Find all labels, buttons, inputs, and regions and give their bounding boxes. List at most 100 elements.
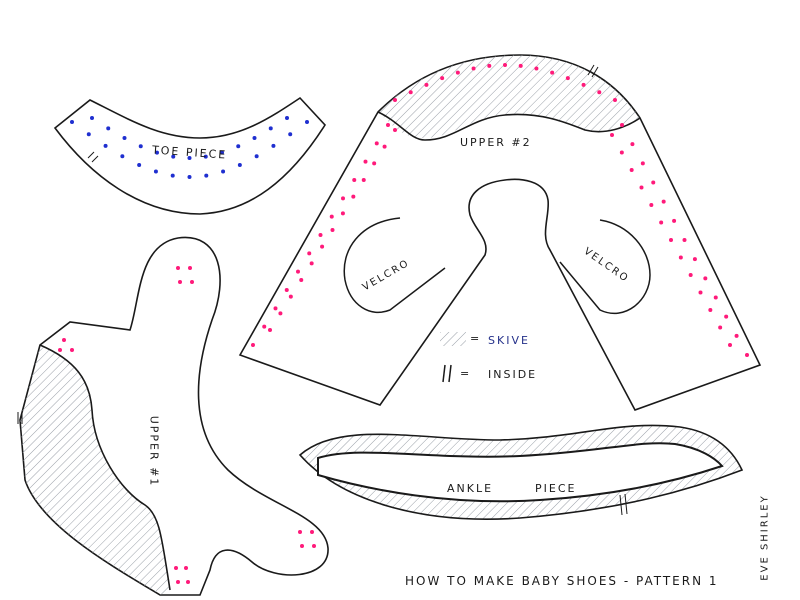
stitch-dot	[361, 178, 366, 182]
stitch-dot	[62, 338, 66, 342]
stitch-dot	[70, 348, 74, 352]
stitch-dot	[455, 70, 460, 75]
stitch-dot	[597, 90, 602, 95]
stitch-dot	[288, 132, 293, 137]
ankle-label-word1: ANKLE	[447, 482, 494, 495]
stitch-dot	[176, 580, 180, 584]
stitch-dot	[220, 150, 224, 155]
stitch-dot	[471, 66, 476, 71]
stitch-dot	[309, 261, 314, 266]
stitch-dot	[629, 168, 634, 172]
upper-1-piece	[17, 236, 329, 596]
inside-mark-icon	[442, 364, 446, 383]
stitch-dot	[659, 220, 664, 225]
stitch-dot	[106, 126, 111, 131]
stitch-dot	[669, 238, 673, 242]
stitch-dot	[698, 290, 703, 295]
velcro-tab-right	[559, 219, 651, 315]
legend	[440, 332, 466, 383]
stitch-dot	[382, 144, 387, 149]
stitch-dot	[672, 218, 677, 223]
stitch-dot	[440, 76, 445, 81]
stitch-dot	[320, 244, 325, 249]
stitch-dot	[296, 269, 300, 274]
stitch-dot	[252, 136, 257, 140]
stitch-dot	[310, 530, 314, 534]
stitch-dot	[534, 66, 539, 71]
stitch-dot	[170, 173, 175, 178]
stitch-dot	[363, 159, 368, 164]
stitch-dot	[187, 156, 192, 160]
stitch-dot	[284, 288, 289, 292]
stitch-dot	[408, 90, 413, 95]
toe-piece	[53, 96, 327, 215]
stitch-dot	[640, 161, 645, 166]
stitch-dot	[268, 328, 272, 332]
stitch-dot	[678, 255, 683, 260]
stitch-dot	[581, 82, 586, 87]
stitch-dot	[651, 180, 656, 185]
skive-swatch	[440, 332, 466, 346]
stitch-dot	[305, 120, 309, 124]
stitch-dot	[271, 143, 276, 148]
stitch-dot	[186, 580, 190, 584]
stitch-dot	[661, 199, 666, 204]
stitch-dot	[682, 238, 687, 242]
stitch-dot	[288, 294, 293, 299]
stitch-dot	[352, 178, 357, 182]
stitch-dot	[329, 214, 334, 219]
skive-equals: =	[470, 332, 482, 345]
upper-1-label: UPPER #1	[147, 415, 161, 488]
stitch-dot	[639, 185, 644, 190]
stitch-dot	[724, 314, 729, 319]
stitch-dot	[70, 120, 74, 124]
stitch-dot	[203, 154, 208, 159]
stitch-dot	[254, 154, 259, 159]
stitch-dot	[613, 98, 617, 102]
stitch-dot	[204, 173, 209, 178]
stitch-dot	[610, 133, 614, 137]
stitch-dot	[178, 280, 182, 284]
stitch-dot	[236, 144, 241, 149]
stitch-dot	[393, 128, 397, 132]
stitch-dot	[86, 132, 91, 137]
stitch-dot	[340, 211, 345, 216]
stitch-dot	[138, 144, 143, 149]
stitch-dot	[351, 194, 356, 199]
ankle-piece	[298, 424, 744, 520]
stitch-dot	[307, 251, 312, 256]
stitch-dot	[137, 163, 142, 168]
stitch-dot	[318, 233, 323, 237]
stitch-dot	[565, 76, 570, 81]
stitch-dot	[278, 311, 283, 316]
stitch-dot	[300, 544, 304, 548]
stitch-dot	[649, 203, 654, 207]
stitch-dot	[374, 141, 379, 146]
stitch-dot	[550, 70, 555, 75]
stitch-dot	[90, 116, 94, 120]
stitch-dot	[713, 295, 718, 300]
stitch-dot	[718, 325, 723, 330]
stitch-dot	[692, 257, 697, 262]
stitch-dot	[187, 175, 192, 179]
stitch-dot	[393, 98, 397, 102]
stitch-dot	[312, 544, 316, 548]
pink-stitch-dots	[251, 63, 749, 357]
stitch-dot	[630, 142, 635, 147]
stitch-dot	[298, 530, 302, 534]
stitch-dot	[184, 566, 188, 570]
stitch-dot	[171, 154, 176, 159]
stitch-dot	[386, 123, 390, 127]
stitch-dot	[155, 150, 159, 155]
stitch-dot	[285, 116, 289, 120]
stitch-dot	[703, 276, 708, 281]
stitch-dot	[299, 278, 304, 282]
stitch-dot	[58, 348, 62, 352]
pattern-title: HOW TO MAKE BABY SHOES - PATTERN 1	[405, 574, 719, 588]
stitch-dot	[728, 343, 732, 347]
stitch-dot	[188, 266, 192, 270]
stitch-dot	[237, 163, 242, 168]
stitch-dot	[708, 308, 713, 312]
stitch-dot	[518, 63, 523, 68]
blue-stitch-dots	[70, 116, 309, 179]
